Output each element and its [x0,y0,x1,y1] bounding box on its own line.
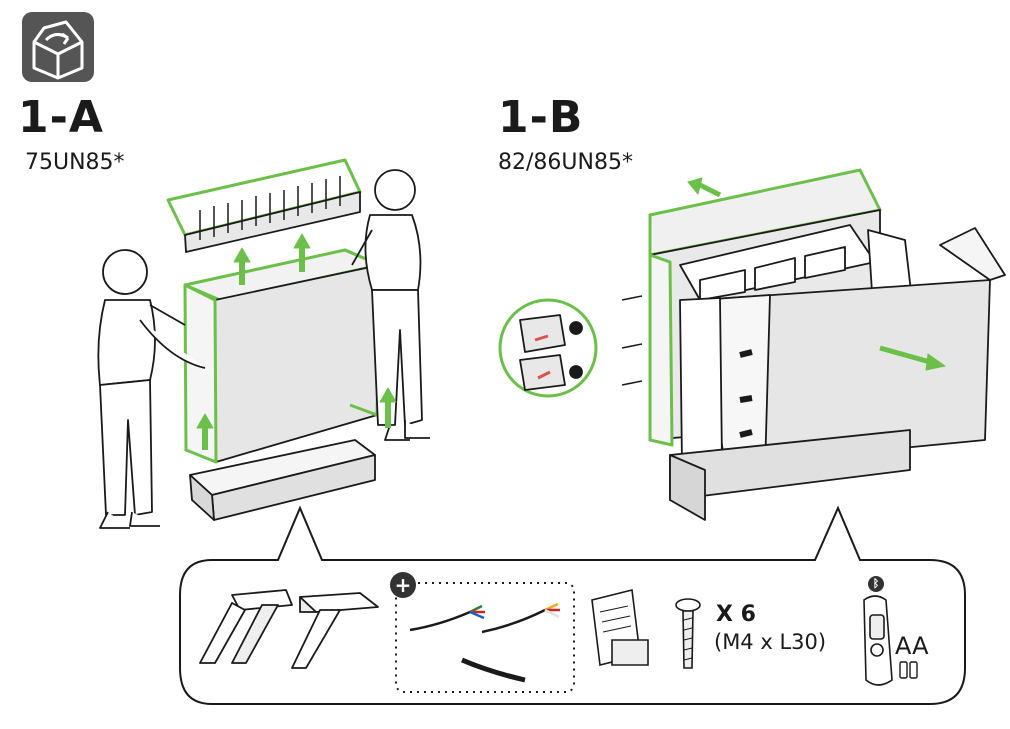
clip-pointers [621,295,643,386]
optional-cables-box [395,582,575,693]
stand-right [291,592,379,669]
top-packing-cushion [166,158,362,253]
screw-spec: (M4 x L30) [714,630,827,654]
clip-detail [498,298,598,398]
screw-quantity: X 6 [716,602,756,627]
bluetooth-icon: ᛒ [868,576,884,592]
tv-box-1a [183,248,382,464]
base-tray-1a [189,439,376,521]
step-b-title: 1-B [498,92,584,143]
lift-arrows [196,233,397,450]
person-right [351,169,430,441]
unboxing-icon [22,12,94,82]
illustration-1a [97,158,430,529]
step-b-model: 82/86UN85* [498,150,633,175]
person-left [97,249,206,529]
slide-arrows [687,177,946,371]
accessories-callout [179,505,966,705]
step-a-title: 1-A [18,92,104,143]
stand-left [199,589,293,664]
battery-label: AA [895,632,929,660]
plus-circle-icon: + [390,572,416,598]
step-a-model: 75UN85* [25,150,125,175]
illustration-1b [498,168,1006,521]
tv-box-1b [648,168,1006,521]
